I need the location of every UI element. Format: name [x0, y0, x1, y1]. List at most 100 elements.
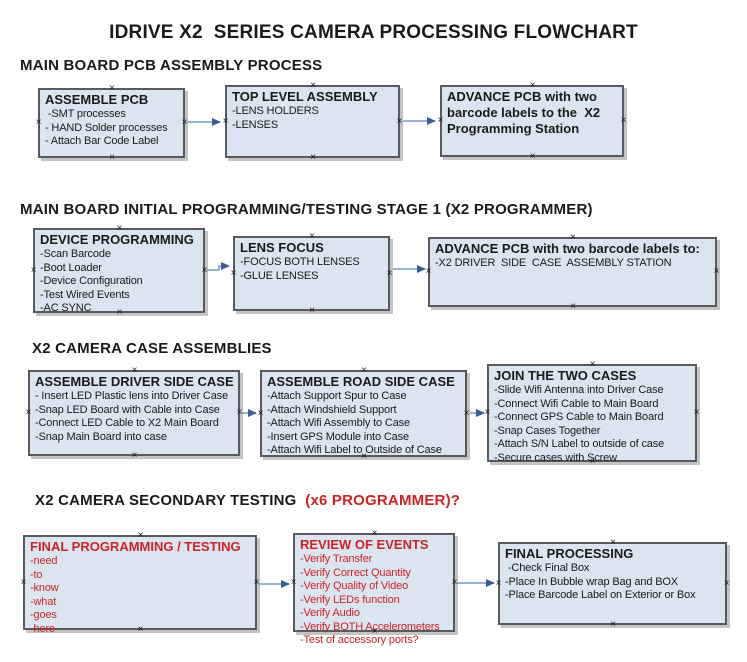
box-item: -LENS HOLDERS [232, 105, 319, 117]
box-item: - HAND Solder processes [45, 121, 168, 134]
box-item: -FOCUS BOTH LENSES [240, 256, 360, 268]
box-title: ADVANCE PCB with two barcode labels to t… [447, 89, 604, 136]
box-item: -SMT processes [45, 108, 126, 120]
connector-handle-icon: × [20, 576, 27, 588]
box-item: -Attach Support Spur to Case [267, 390, 407, 402]
connector-handle-icon: × [253, 576, 260, 588]
box-item: -Attach Wifi Assembly to Case [267, 417, 410, 429]
flow-box-advance-pcb-programming-station[interactable]: ADVANCE PCB with two barcode labels to t… [438, 81, 627, 162]
box-item: -Verify Transfer [300, 553, 373, 565]
section-header-case-assemblies: X2 CAMERA CASE ASSEMBLIES [32, 340, 272, 357]
connector-handle-icon: × [723, 577, 730, 589]
connector-handle-icon: × [386, 267, 393, 279]
flow-box-assemble-driver-side-case[interactable]: ASSEMBLE DRIVER SIDE CASE - Insert LED P… [26, 366, 243, 461]
box-title: ADVANCE PCB with two barcode labels to: [435, 241, 700, 256]
box-item: -Connect GPS Cable to Main Board [494, 411, 664, 423]
flow-box-review-of-events[interactable]: REVIEW OF EVENTS -Verify Transfer -Verif… [291, 529, 458, 647]
flow-box-lens-focus[interactable]: LENS FOCUS -FOCUS BOTH LENSES -GLUE LENS… [231, 232, 393, 316]
connector-handle-icon: × [109, 152, 115, 163]
connector-handle-icon: × [451, 576, 458, 588]
box-item: -Verify Quality of Video [300, 580, 409, 592]
box-item: -Scan Barcode [40, 248, 111, 260]
box-item: -GLUE LENSES [240, 269, 319, 282]
connector-handle-icon: × [610, 619, 616, 630]
box-title: FINAL PROGRAMMING / TESTING [30, 539, 241, 554]
connector-handle-icon: × [25, 407, 32, 418]
connector-handle-icon: × [181, 117, 188, 128]
box-item: -Snap LED Board with Cable into Case [35, 403, 220, 416]
connector-handle-icon: × [131, 450, 138, 461]
box-item: -Verify Correct Quantity [300, 566, 411, 579]
box-item: -AC SYNC [40, 302, 92, 314]
connector-handle-icon: × [713, 266, 720, 277]
section-header-pcb-assembly: MAIN BOARD PCB ASSEMBLY PROCESS [20, 57, 323, 74]
connector-handle-icon: × [620, 115, 627, 126]
box-item: -Attach Wifi Label to Outside of Case [267, 444, 442, 456]
box-item: -Place In Bubble wrap Bag and BOX [505, 575, 678, 588]
flow-box-assemble-pcb[interactable]: ASSEMBLE PCB -SMT processes - HAND Solde… [36, 84, 188, 163]
box-item: -Test Wired Events [40, 288, 130, 301]
box-item: - Insert LED Plastic lens into Driver Ca… [35, 390, 228, 402]
flow-box-device-programming[interactable]: DEVICE PROGRAMMING -Scan Barcode -Boot L… [31, 224, 208, 318]
box-item: -Verify Audio [300, 607, 360, 619]
box-item: -Device Configuration [40, 275, 143, 287]
box-item: -Place Barcode Label on Exterior or Box [505, 589, 696, 601]
box-item: -goes [30, 609, 57, 621]
connector-handle-icon: × [484, 407, 491, 418]
box-item: -Slide Wifi Antenna into Driver Case [494, 384, 664, 396]
flow-box-advance-pcb-driver-side[interactable]: ADVANCE PCB with two barcode labels to: … [426, 233, 720, 312]
box-item: -Verify LEDs function [300, 593, 400, 606]
box-item: -to [30, 568, 43, 581]
box-item: -here [30, 622, 55, 635]
box-title: ASSEMBLE ROAD SIDE CASE [267, 374, 455, 389]
connector-handle-icon: × [222, 115, 229, 127]
connector-handle-icon: × [437, 115, 444, 126]
box-item: -Connect LED Cable to X2 Main Board [35, 417, 219, 429]
box-item: -Attach S/N Label to outside of case [494, 438, 665, 450]
box-item: -Attach Windshield Support [267, 403, 397, 416]
box-title: REVIEW OF EVENTS [300, 537, 429, 552]
flow-box-assemble-road-side-case[interactable]: ASSEMBLE ROAD SIDE CASE -Attach Support … [258, 366, 470, 462]
box-item: -Check Final Box [505, 562, 590, 574]
connector-handle-icon: × [693, 407, 700, 418]
box-item: -Snap Cases Together [494, 424, 601, 437]
box-item: -Connect Wifi Cable to Main Board [494, 397, 659, 410]
section-header-initial-programming: MAIN BOARD INITIAL PROGRAMMING/TESTING S… [20, 201, 593, 218]
box-item: -Verify BOTH Accelerometers [300, 620, 440, 633]
connector-handle-icon: × [529, 151, 536, 162]
page-title: IDRIVE X2 SERIES CAMERA PROCESSING FLOWC… [109, 22, 638, 43]
box-item: -Snap Main Board into case [35, 430, 167, 443]
box-title: TOP LEVEL ASSEMBLY [232, 89, 378, 104]
box-item: -need [30, 555, 58, 567]
connector-handle-icon: × [201, 264, 208, 276]
box-title: DEVICE PROGRAMMING [40, 232, 194, 247]
box-item: -Boot Loader [40, 261, 102, 274]
flow-arrow-3 [207, 262, 230, 271]
connector-handle-icon: × [230, 267, 237, 279]
flow-box-top-level-assembly[interactable]: TOP LEVEL ASSEMBLY -LENS HOLDERS -LENSES… [223, 81, 403, 163]
connector-handle-icon: × [30, 264, 37, 276]
box-item: -Test of accessory ports? [300, 634, 419, 646]
box-title: JOIN THE TWO CASES [494, 368, 637, 383]
connector-handle-icon: × [309, 305, 315, 316]
connector-handle-icon: × [310, 152, 316, 163]
connector-handle-icon: × [463, 407, 470, 419]
section-header-secondary-testing-black: X2 CAMERA SECONDARY TESTING [35, 492, 306, 509]
connector-handle-icon: × [425, 266, 432, 277]
flow-box-join-the-two-cases[interactable]: JOIN THE TWO CASES -Slide Wifi Antenna i… [485, 360, 700, 467]
connector-handle-icon: × [570, 301, 576, 312]
section-header-secondary-testing-red: (x6 PROGRAMMER)? [305, 492, 461, 509]
box-item: -Insert GPS Module into Case [267, 430, 409, 443]
flow-box-final-processing[interactable]: FINAL PROCESSING -Check Final Box -Place… [496, 538, 730, 630]
flow-box-final-programming-testing[interactable]: FINAL PROGRAMMING / TESTING -need -to -k… [21, 531, 260, 635]
box-item: -what [30, 595, 57, 608]
box-item: -know [30, 582, 59, 594]
box-item: -Secure cases with Screw [494, 451, 617, 464]
connector-handle-icon: × [396, 115, 403, 127]
box-item: -LENSES [232, 118, 279, 131]
box-item: - Attach Bar Code Label [45, 135, 159, 147]
box-title: LENS FOCUS [240, 240, 324, 255]
connector-handle-icon: × [257, 407, 264, 419]
box-title: ASSEMBLE DRIVER SIDE CASE [35, 374, 234, 389]
